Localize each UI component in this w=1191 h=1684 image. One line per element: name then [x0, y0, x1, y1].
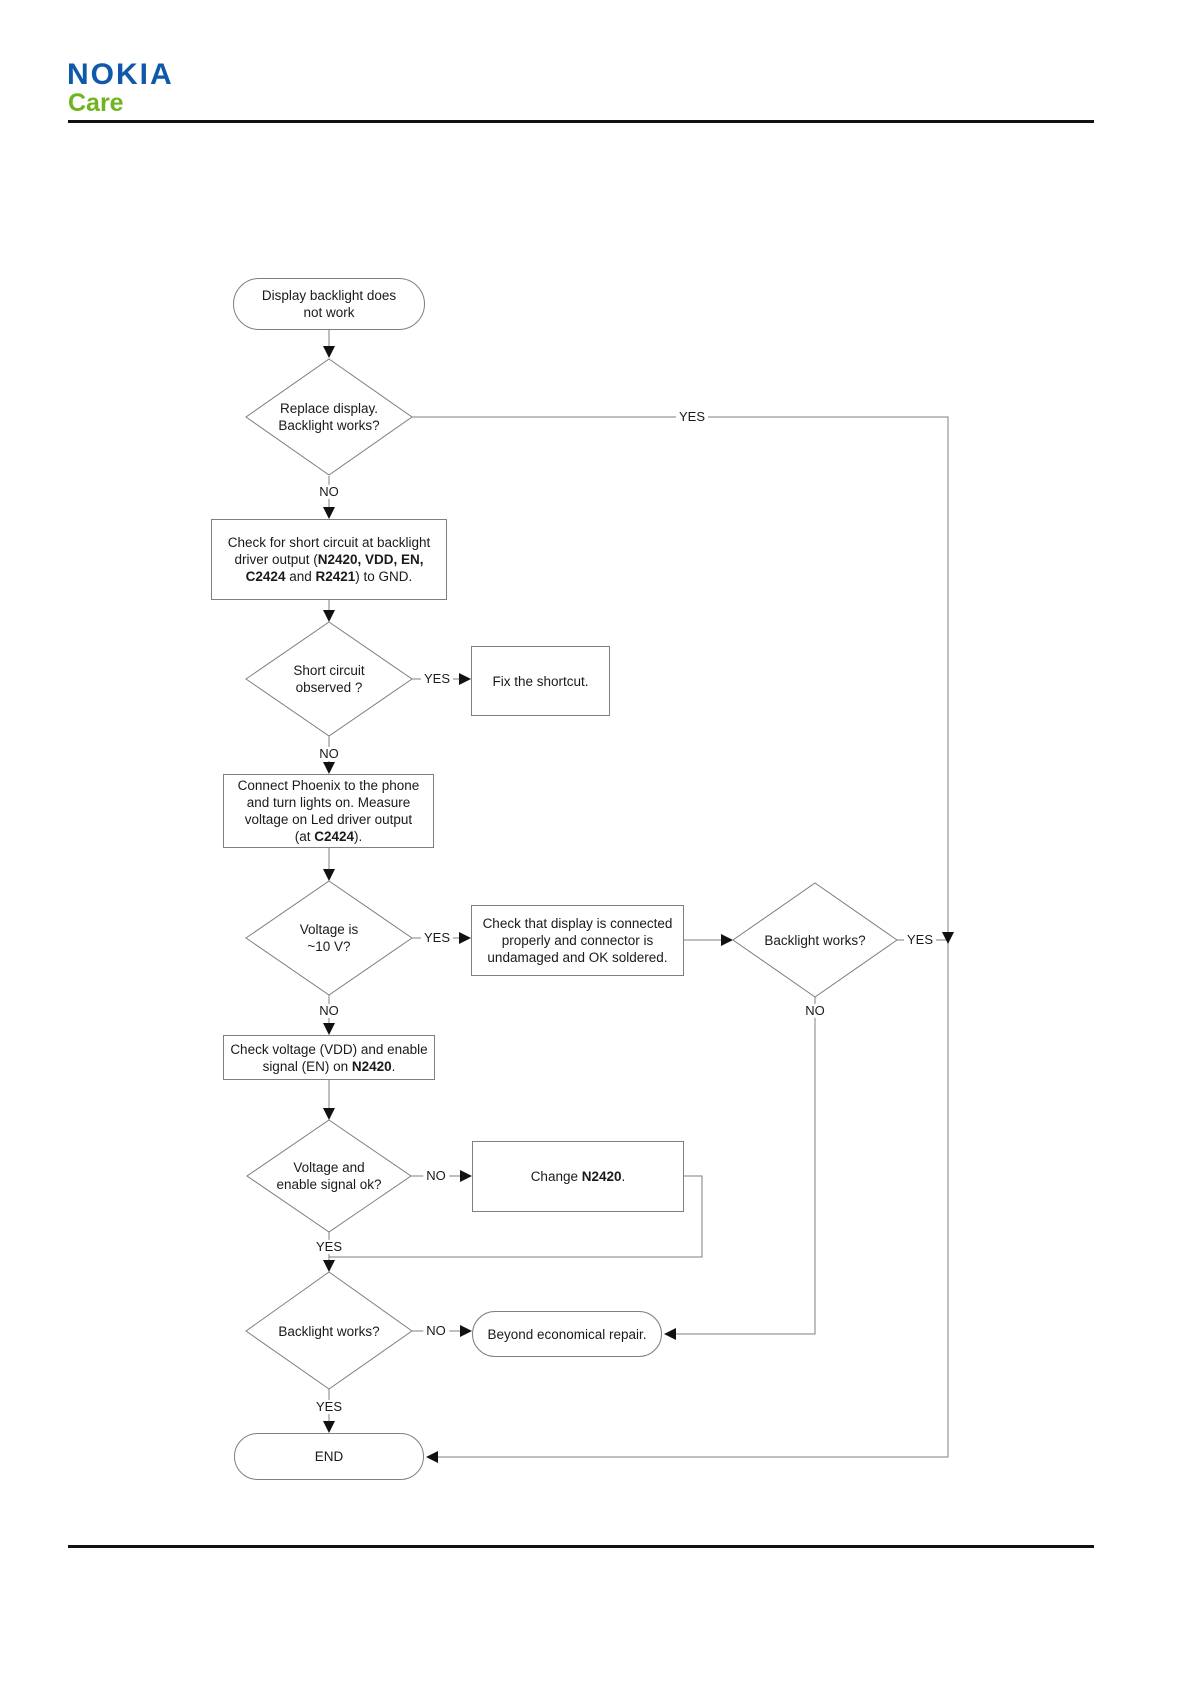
decision-backlight-works-bottom-text: Backlight works?	[278, 1323, 380, 1339]
process-check-display-connected: Check that display is connected properly…	[471, 905, 684, 976]
connector-d4-no	[666, 997, 816, 1335]
process-check-short-circuit: Check for short circuit at backlight dri…	[211, 519, 447, 600]
terminator-beyond-economical-repair-text: Beyond economical repair.	[487, 1326, 647, 1342]
arrowhead	[323, 1023, 335, 1035]
label-d1-no: NO	[316, 484, 342, 500]
terminator-end-text: END	[314, 1449, 344, 1464]
nokia-logo: NOKIA	[67, 58, 174, 91]
arrowhead	[664, 1328, 676, 1340]
header-rule	[68, 120, 1094, 123]
label-d2-yes: YES	[420, 671, 454, 687]
label-d4-yes: YES	[903, 932, 937, 948]
footer-rule	[68, 1545, 1094, 1548]
process-connect-phoenix-text: Connect Phoenix to the phone and turn li…	[237, 778, 420, 844]
arrowhead	[426, 1451, 438, 1463]
label-d6-yes: YES	[312, 1399, 346, 1415]
decision-replace-display-text: Replace display. Backlight works?	[278, 401, 380, 433]
label-d3-yes: YES	[420, 930, 454, 946]
process-check-display-connected-text: Check that display is connected properly…	[482, 916, 673, 965]
arrowhead	[323, 869, 335, 881]
arrowhead	[459, 932, 471, 944]
process-fix-shortcut-text: Fix the shortcut.	[492, 673, 589, 689]
decision-shapes	[245, 358, 898, 1390]
label-d5-yes: YES	[312, 1239, 346, 1255]
decision-short-circuit-text: Short circuit observed ?	[293, 663, 365, 695]
process-check-vdd-en: Check voltage (VDD) and enable signal (E…	[223, 1035, 435, 1080]
decision-voltage-10v-text: Voltage is ~10 V?	[299, 922, 359, 954]
arrowhead	[323, 610, 335, 622]
label-d4-no: NO	[802, 1003, 828, 1019]
arrowhead	[323, 1260, 335, 1272]
terminator-end: END	[234, 1433, 424, 1480]
process-check-short-circuit-text: Check for short circuit at backlight dri…	[227, 535, 431, 584]
terminator-beyond-economical-repair: Beyond economical repair.	[472, 1311, 662, 1357]
process-change-n2420: Change N2420.	[472, 1141, 684, 1212]
label-d2-no: NO	[316, 746, 342, 762]
connectors	[328, 330, 949, 1458]
arrowhead	[323, 507, 335, 519]
care-logo: Care	[68, 89, 124, 117]
terminator-start: Display backlight does not work	[233, 278, 425, 330]
process-fix-shortcut: Fix the shortcut.	[471, 646, 610, 716]
decision-backlight-works-right-text: Backlight works?	[764, 932, 866, 948]
label-d3-no: NO	[316, 1003, 342, 1019]
arrowhead	[460, 1325, 472, 1337]
arrowhead	[323, 762, 335, 774]
arrowhead	[460, 1170, 472, 1182]
arrowhead	[323, 1421, 335, 1433]
process-check-vdd-en-text: Check voltage (VDD) and enable signal (E…	[230, 1041, 428, 1074]
decision-voltage-enable-ok-text: Voltage and enable signal ok?	[276, 1160, 382, 1192]
process-change-n2420-text: Change N2420.	[530, 1169, 626, 1184]
label-d6-no: NO	[423, 1323, 449, 1339]
process-connect-phoenix: Connect Phoenix to the phone and turn li…	[223, 774, 434, 848]
arrowhead	[942, 932, 954, 944]
arrowhead	[323, 1108, 335, 1120]
terminator-start-text: Display backlight does not work	[261, 288, 397, 320]
arrowhead	[721, 934, 733, 946]
label-d1-yes: YES	[675, 409, 709, 425]
arrowhead	[323, 346, 335, 358]
label-d5-no: NO	[423, 1168, 449, 1184]
arrowhead	[459, 673, 471, 685]
